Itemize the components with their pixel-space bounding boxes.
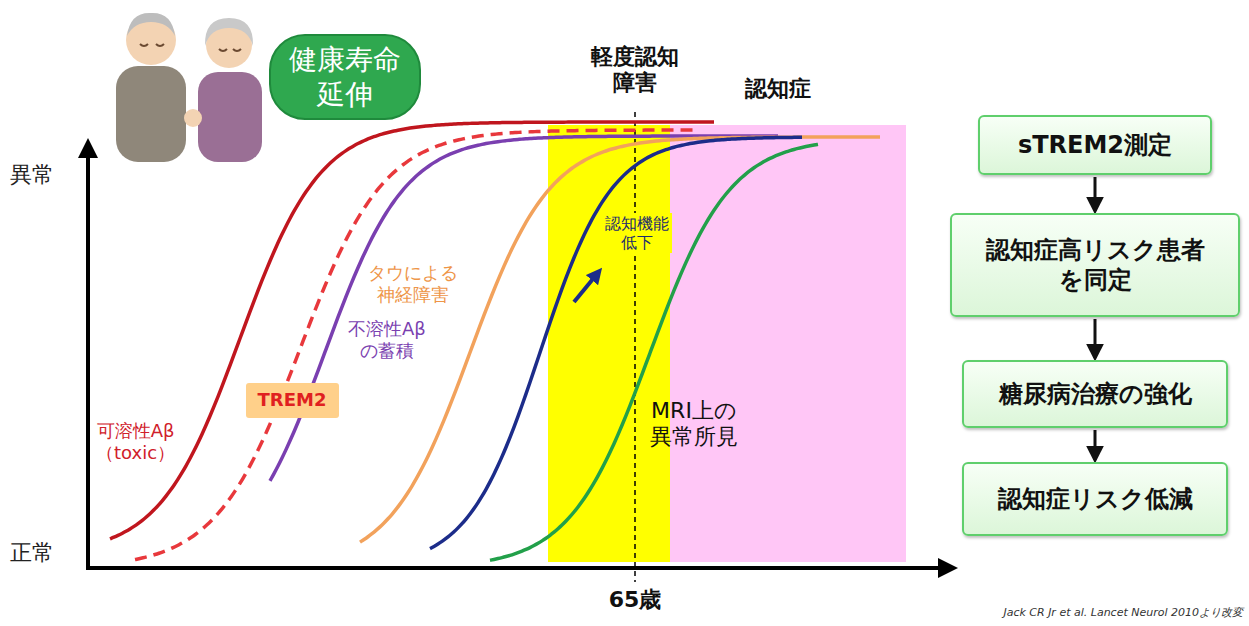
node-text: 糖尿病治療の強化 — [999, 379, 1192, 409]
flow-arrow — [1094, 319, 1097, 358]
process-box: 認知症高リスク患者 を同定 — [950, 213, 1240, 317]
chart-label: 軽度認知 障害 — [591, 44, 679, 97]
biomarker-curve — [490, 144, 818, 560]
dementia-band — [670, 125, 906, 562]
biomarker-curve — [135, 130, 699, 560]
x-axis — [86, 566, 948, 570]
biomarker-curve — [360, 137, 880, 542]
process-box: sTREM2測定 — [978, 115, 1212, 175]
chart-label: MRI上の 異常所見 — [650, 398, 738, 451]
age-marker-line — [634, 112, 636, 582]
node-text: 健康寿命 延伸 — [289, 42, 401, 112]
node-text: TREM2 — [258, 389, 327, 412]
elderly-couple — [116, 13, 262, 162]
decline-arrow — [574, 274, 597, 302]
flow-arrow — [1094, 430, 1097, 460]
woman-eyes — [219, 49, 241, 51]
y-axis — [86, 148, 90, 570]
man-hair — [127, 13, 175, 36]
chart-label: 可溶性Aβ （toxic） — [96, 420, 175, 463]
chart-label: Jack CR Jr et al. Lancet Neurol 2010より改変 — [1003, 606, 1243, 619]
chart-label: 認知症 — [745, 76, 811, 102]
biomarker-curve — [110, 122, 714, 539]
flow-arrow — [1094, 177, 1097, 211]
node-text: 認知症リスク低減 — [998, 484, 1193, 514]
chart-label: 認知機能 低下 — [602, 213, 672, 253]
process-box: 認知症リスク低減 — [962, 462, 1228, 536]
biomarker-curve — [430, 137, 802, 548]
woman-body — [198, 72, 262, 162]
joined-hands — [184, 109, 202, 127]
chart-label: 65歳 — [609, 587, 662, 613]
man-body — [116, 66, 186, 162]
biomarker-curve — [270, 136, 778, 481]
node-text: 認知症高リスク患者 を同定 — [986, 235, 1205, 295]
goal-pill: 健康寿命 延伸 — [269, 34, 421, 120]
woman-hair — [205, 18, 253, 46]
node-text: sTREM2測定 — [1018, 130, 1172, 160]
biomarker-curves — [110, 122, 880, 560]
chart-label: 不溶性Aβ の蓄積 — [348, 318, 426, 361]
chart-label: タウによる 神経障害 — [368, 262, 458, 305]
process-box: 糖尿病治療の強化 — [962, 360, 1228, 428]
chart-label: 正常 — [10, 540, 54, 566]
marker-tag: TREM2 — [246, 383, 339, 418]
chart-label: 異常 — [10, 162, 54, 188]
man-eyes — [140, 44, 164, 46]
